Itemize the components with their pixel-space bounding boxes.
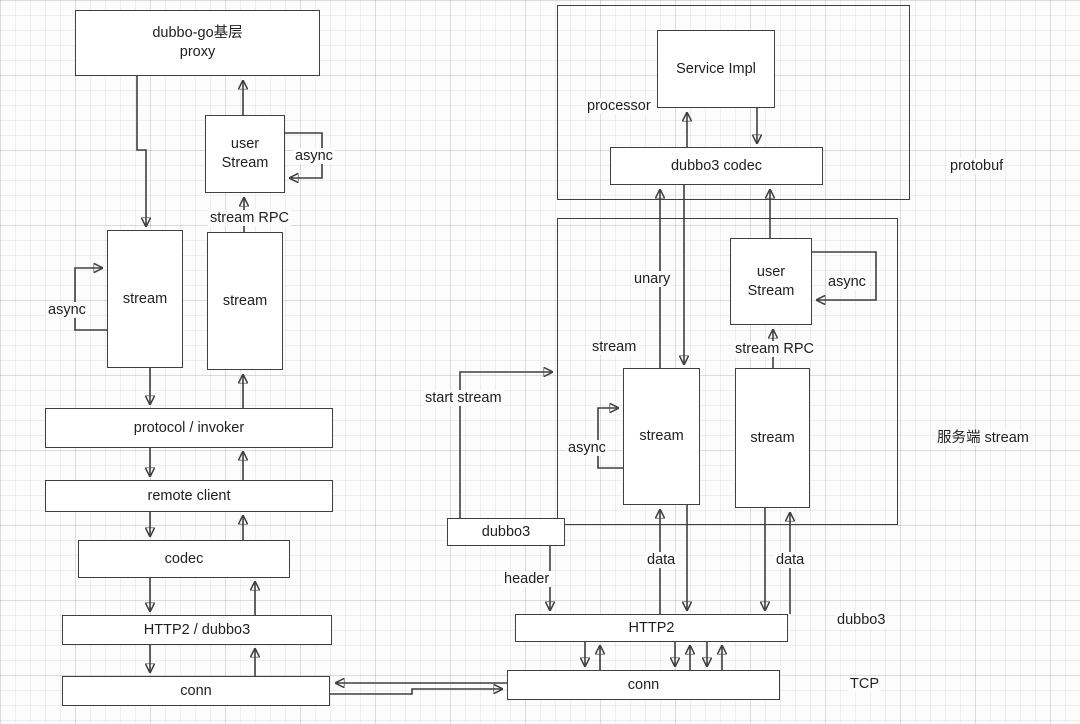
client-proxy-box: dubbo-go基层 proxy (75, 10, 320, 76)
client-stream-left-label: stream (122, 290, 168, 307)
client-http2-dubbo3-label: HTTP2 / dubbo3 (143, 621, 251, 638)
client-conn-box: conn (62, 676, 330, 706)
server-stream-container-box (557, 218, 898, 525)
client-http2-dubbo3-box: HTTP2 / dubbo3 (62, 615, 332, 645)
server-stream-right-box: stream (735, 368, 810, 508)
client-proxy-line2: proxy (179, 44, 216, 60)
client-remote-client-box: remote client (45, 480, 333, 512)
server-stream-category-label: stream (590, 339, 639, 355)
client-user-stream-line1: user (230, 136, 260, 152)
server-unary-label: unary (632, 271, 673, 287)
client-stream-right-label: stream (222, 292, 268, 309)
server-stream-left-label: stream (639, 428, 684, 444)
server-user-stream-line1: user (756, 263, 786, 280)
server-stream-left-async-label: async (566, 440, 608, 456)
client-user-stream-box: user Stream (205, 115, 285, 193)
server-protobuf-label: protobuf (948, 158, 1006, 174)
server-dubbo3-box-label: dubbo3 (481, 523, 531, 540)
server-stream-rpc-label: stream RPC (733, 341, 816, 357)
server-start-stream-label: start stream (423, 390, 504, 406)
server-service-impl-label: Service Impl (676, 60, 756, 77)
client-stream-left-async-label: async (46, 302, 88, 318)
arrow-async-loop-client-stream-left (74, 268, 107, 331)
arrow-start-stream (459, 372, 552, 518)
server-dubbo3-box: dubbo3 (447, 518, 565, 546)
server-tcp-label: TCP (848, 676, 881, 692)
server-user-stream-line2: Stream (747, 282, 795, 299)
client-stream-left-box: stream (107, 230, 183, 368)
server-service-impl-box: Service Impl (657, 30, 775, 108)
client-proxy-line1: dubbo-go基层 (152, 25, 243, 41)
client-user-stream-async-label: async (293, 148, 335, 164)
server-data-right-label: data (774, 552, 807, 568)
client-protocol-invoker-box: protocol / invoker (45, 408, 333, 448)
client-codec-label: codec (164, 550, 204, 567)
server-stream-left-box: stream (623, 368, 700, 505)
arrow-async-loop-server-user-stream (812, 251, 877, 300)
server-dubbo3-codec-box: dubbo3 codec (610, 147, 823, 185)
server-header-label: header (502, 571, 552, 587)
server-user-stream-async-label: async (826, 274, 868, 290)
server-conn-label: conn (627, 676, 660, 693)
server-dubbo3-codec-label: dubbo3 codec (670, 157, 763, 174)
server-processor-label: processor (585, 98, 653, 114)
processor-container-box (557, 5, 910, 200)
client-stream-right-box: stream (207, 232, 283, 370)
server-http2-box: HTTP2 (515, 614, 788, 642)
client-conn-label: conn (180, 682, 212, 699)
client-user-stream-line2: Stream (221, 155, 269, 171)
client-codec-box: codec (78, 540, 290, 578)
arrow-client-conn-to-server-conn (330, 689, 502, 695)
server-dubbo3-protocol-label: dubbo3 (835, 612, 888, 628)
arrow-async-loop-server-stream-left (597, 408, 623, 469)
server-http2-label: HTTP2 (628, 619, 675, 636)
client-stream-rpc-label: stream RPC (208, 210, 291, 226)
server-conn-box: conn (507, 670, 780, 700)
server-stream-right-label: stream (750, 429, 795, 446)
client-remote-client-label: remote client (147, 487, 231, 504)
client-protocol-invoker-label: protocol / invoker (133, 419, 245, 436)
server-side-label: 服务端 stream (935, 430, 1031, 446)
server-user-stream-box: user Stream (730, 238, 812, 325)
arrow-proxy-to-stream-left (136, 76, 146, 226)
server-data-left-label: data (645, 552, 678, 568)
